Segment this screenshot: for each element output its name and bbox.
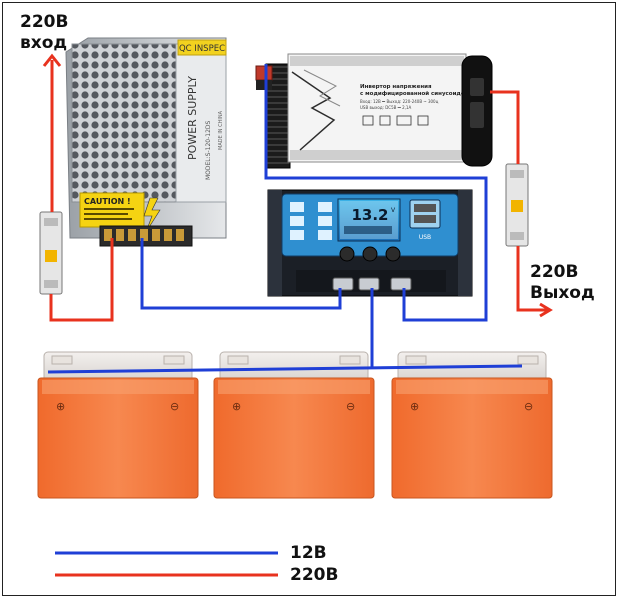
inverter-body bbox=[287, 53, 467, 163]
controller-button-2 bbox=[362, 246, 378, 262]
output-direction-label: Выход bbox=[530, 283, 595, 303]
input-direction-label: вход bbox=[20, 33, 68, 53]
wire-220v-input-arrow bbox=[42, 53, 62, 67]
battery-body bbox=[37, 377, 199, 499]
battery-2: ⊕⊖ bbox=[213, 351, 375, 499]
legend-label-220v: 220В bbox=[290, 565, 339, 585]
wire-220v-output-arrow bbox=[539, 302, 553, 318]
battery-negative-icon: ⊖ bbox=[524, 400, 533, 413]
controller-display-unit: V bbox=[391, 207, 396, 214]
battery-positive-icon: ⊕ bbox=[410, 400, 419, 413]
legend-label-12v: 12В bbox=[290, 543, 327, 563]
wire-220v-inverter-output bbox=[490, 90, 520, 164]
wire-12v-controller-inverter bbox=[264, 64, 488, 322]
controller-display-value: 13.2 bbox=[351, 206, 388, 224]
recycle-mark-icon bbox=[417, 115, 429, 126]
psu-brand-text: POWER SUPPLY bbox=[186, 76, 199, 160]
battery-body bbox=[213, 377, 375, 499]
battery-body bbox=[391, 377, 553, 499]
controller-usb-label: USB bbox=[419, 234, 431, 241]
input-breaker-toggle bbox=[45, 250, 57, 262]
qc-sticker bbox=[177, 39, 227, 56]
inverter-terminal-positive bbox=[255, 65, 273, 81]
ce-mark-icon bbox=[362, 115, 374, 126]
rohs-mark-icon bbox=[396, 115, 412, 126]
controller-terminal-load bbox=[390, 277, 412, 291]
output-breaker bbox=[505, 163, 529, 247]
battery-3: ⊕⊖ bbox=[391, 351, 553, 499]
output-voltage-label: 220В bbox=[530, 262, 579, 282]
output-breaker-toggle bbox=[511, 200, 523, 212]
inverter-title: Инвертор напряжения bbox=[360, 84, 432, 90]
inverter-spec: Вход: 12В ⎓ Выход: 220-240В ~ 300ц bbox=[360, 99, 439, 104]
caution-text: CAUTION ! bbox=[84, 197, 131, 206]
wires-12v bbox=[47, 64, 523, 374]
controller-button-1 bbox=[339, 246, 355, 262]
battery-bank: ⊕⊖⊕⊖⊕⊖ bbox=[37, 351, 553, 499]
battery-positive-icon: ⊕ bbox=[232, 400, 241, 413]
wire-220v-output-breaker bbox=[516, 246, 548, 312]
controller-terminal-battery bbox=[358, 277, 380, 291]
wire-12v-psu-controller bbox=[140, 238, 342, 310]
battery-positive-icon: ⊕ bbox=[56, 400, 65, 413]
wire-220v-input-breaker-psu bbox=[49, 238, 114, 322]
psu-made-in-text: MADE IN CHINA bbox=[218, 110, 224, 150]
inverter: Инвертор напряжения с модифицированной с… bbox=[255, 53, 493, 169]
solar-controller: 13.2 V USB bbox=[267, 189, 473, 297]
inverter-subtitle: с модифицированной синусоидой bbox=[360, 90, 469, 97]
battery-1: ⊕⊖ bbox=[37, 351, 199, 499]
wires-220v bbox=[42, 53, 553, 322]
input-breaker bbox=[39, 211, 63, 295]
eac-mark-icon bbox=[379, 115, 391, 126]
input-voltage-label: 220В bbox=[20, 12, 69, 32]
inverter-usb-spec: USB выход: DC5В ⎓ 2,1А bbox=[360, 105, 411, 110]
controller-terminal-pv bbox=[332, 277, 354, 291]
wire-12v-battery-bus bbox=[47, 364, 523, 374]
psu-model-text: MODEL:S-120-12DS bbox=[205, 120, 212, 180]
battery-negative-icon: ⊖ bbox=[346, 400, 355, 413]
controller-button-3 bbox=[385, 246, 401, 262]
inverter-terminal-negative bbox=[256, 80, 272, 90]
qc-sticker-text: QC INSPEC bbox=[179, 44, 225, 54]
battery-negative-icon: ⊖ bbox=[170, 400, 179, 413]
power-supply: QC INSPEC POWER SUPPLY MODEL:S-120-12DS … bbox=[65, 37, 227, 247]
